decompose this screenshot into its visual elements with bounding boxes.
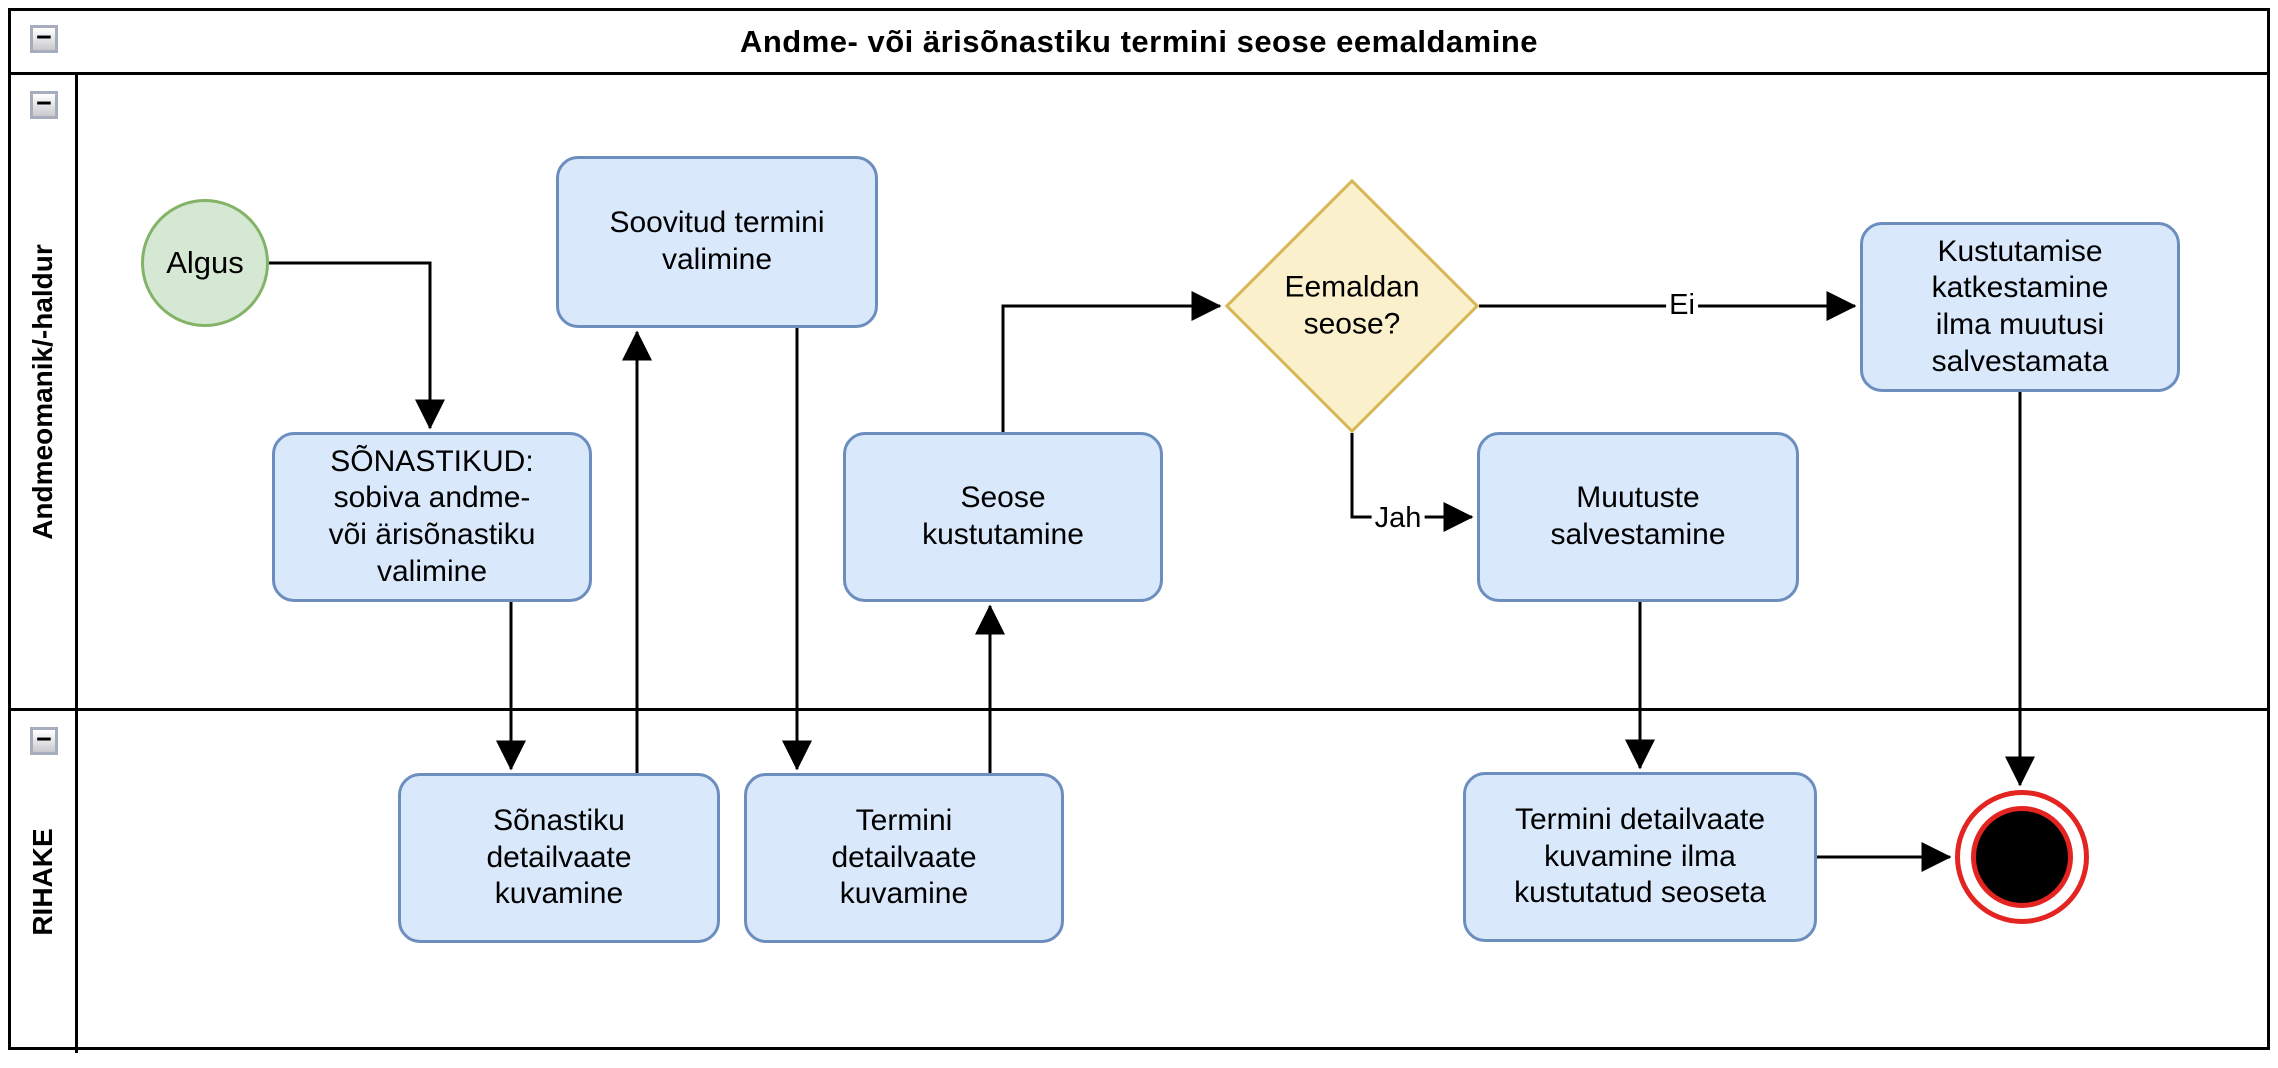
lane-andmeomanik-label: Andmeomanik/-haldur [27, 243, 58, 540]
pool-collapse-button[interactable]: − [30, 22, 58, 53]
edge-gateway-jah-to-save-changes[interactable] [1350, 433, 1474, 532]
task-select-glossary[interactable]: SÕNASTIKUD: sobiva andme- või ärisõnasti… [272, 432, 592, 602]
lane-rihake: − RIHAKE [11, 711, 2267, 1053]
pool-title-band: − Andme- või ärisõnastiku termini seose … [11, 11, 2267, 75]
end-event[interactable] [1955, 790, 2089, 924]
lane-rihake-label: RIHAKE [27, 828, 58, 936]
task-label: Termini detailvaate kuvamine [831, 804, 977, 911]
task-label: Seose kustutamine [922, 481, 1084, 551]
lane-rihake-collapse-button[interactable]: − [30, 724, 58, 755]
gateway-remove-relation[interactable]: Eemaldan seose? [1224, 178, 1480, 434]
task-label: Sõnastiku detailvaate kuvamine [486, 804, 632, 911]
task-save-changes[interactable]: Muutuste salvestamine [1477, 432, 1799, 602]
task-term-detail-view[interactable]: Termini detailvaate kuvamine [744, 773, 1064, 943]
lane-andmeomanik-header: − Andmeomanik/-haldur [11, 75, 78, 708]
minus-icon: − [36, 88, 52, 118]
lane-rihake-header: − RIHAKE [11, 711, 78, 1053]
task-glossary-detail-view[interactable]: Sõnastiku detailvaate kuvamine [398, 773, 720, 943]
start-event-algus[interactable]: Algus [141, 199, 269, 327]
task-label: Muutuste salvestamine [1550, 481, 1726, 551]
pool-title: Andme- või ärisõnastiku termini seose ee… [739, 23, 1539, 59]
gateway-label: Eemaldan seose? [1284, 270, 1420, 340]
edge-label-jah[interactable]: Jah [1371, 502, 1425, 535]
task-delete-relation[interactable]: Seose kustutamine [843, 432, 1163, 602]
task-label: SÕNASTIKUD: sobiva andme- või ärisõnasti… [328, 444, 536, 588]
task-label: Termini detailvaate kuvamine ilma kustut… [1514, 803, 1766, 910]
task-cancel-delete[interactable]: Kustutamise katkestamine ilma muutusi sa… [1860, 222, 2180, 392]
task-label: Kustutamise katkestamine ilma muutusi sa… [1931, 234, 2109, 378]
lane-andmeomanik: − Andmeomanik/-haldur [11, 75, 2267, 711]
task-term-detail-view-without-relation[interactable]: Termini detailvaate kuvamine ilma kustut… [1463, 772, 1817, 942]
edge-label-ei[interactable]: Ei [1666, 289, 1698, 322]
start-event-label: Algus [166, 245, 244, 281]
minus-icon: − [36, 724, 52, 754]
end-event-inner-circle [1971, 806, 2073, 908]
task-label: Soovitud termini valimine [609, 206, 825, 276]
edge-delete-relation-to-gateway[interactable] [1001, 291, 1222, 432]
minus-icon: − [36, 22, 52, 52]
task-select-term[interactable]: Soovitud termini valimine [556, 156, 878, 328]
lane-andmeomanik-collapse-button[interactable]: − [30, 88, 58, 119]
edge-start-to-select-glossary[interactable] [269, 261, 445, 430]
